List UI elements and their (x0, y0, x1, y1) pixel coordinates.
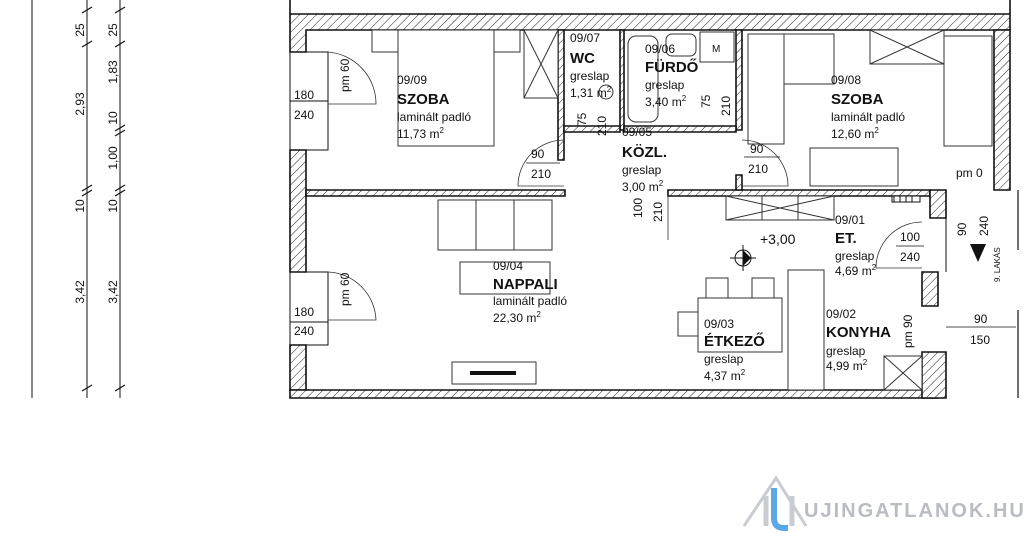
kozl-door-height: 210 (651, 202, 665, 222)
entrance-door-width: 90 (955, 222, 969, 236)
room-area: 3,00 m2 (622, 179, 664, 194)
et-door-width: 100 (900, 230, 920, 244)
dim-inner-5: 10 (106, 199, 120, 213)
room-id: 09/07 (570, 31, 600, 45)
room-id: 09/03 (704, 317, 734, 331)
room-area: 4,99 m2 (826, 358, 868, 373)
room-area: 22,30 m2 (493, 310, 541, 325)
furniture (371, 29, 993, 391)
et-door-height: 240 (900, 250, 920, 264)
wc-door-height: 210 (595, 116, 609, 136)
meter-label: M (712, 44, 720, 55)
room-nappali: 09/04 NAPPALI laminált padló 22,30 m2 (493, 259, 567, 325)
level-marker (730, 245, 756, 271)
dim-outer-4: 3,42 (73, 280, 87, 304)
door-szoba2-height: 210 (748, 162, 768, 176)
watermark-logo-icon (742, 475, 808, 531)
dim-inner-3: 10 (106, 111, 120, 125)
room-name: ET. (835, 230, 857, 247)
wc-door-width: 75 (575, 112, 589, 126)
room-name: ÉTKEZŐ (704, 332, 765, 350)
room-area: 12,60 m2 (831, 126, 879, 141)
win-bot-height: 240 (294, 324, 314, 338)
room-area: 4,69 m2 (835, 263, 877, 278)
room-name: SZOBA (831, 91, 884, 108)
room-name: WC (570, 50, 595, 67)
walls (289, 0, 1019, 399)
dim-inner-1: 25 (106, 23, 120, 37)
room-id: 09/02 (826, 307, 856, 321)
room-floor: laminált padló (831, 110, 905, 124)
win-top-height: 240 (294, 108, 314, 122)
room-id: 09/05 (622, 125, 652, 139)
room-floor: laminált padló (493, 294, 567, 308)
room-name: KONYHA (826, 324, 891, 341)
room-id: 09/04 (493, 259, 523, 273)
konyha-window-width: 90 (974, 312, 988, 326)
furdo-door-height: 210 (719, 96, 733, 116)
room-et: 09/01 ET. greslap 4,69 m2 (835, 213, 877, 278)
konyha-parapet-label: pm (901, 331, 915, 348)
entrance-arrow-icon (970, 244, 986, 262)
entrance-parapet: pm 0 (956, 166, 983, 180)
kozl-door-width: 100 (631, 198, 645, 218)
win-bot-width: 180 (294, 305, 314, 319)
door-szoba-height: 210 (531, 167, 551, 181)
dim-inner-6: 3,42 (106, 280, 120, 304)
room-etkezo: 09/03 ÉTKEZŐ greslap 4,37 m2 (704, 317, 765, 383)
konyha-window-height: 150 (970, 333, 990, 347)
entrance-door-height: 240 (977, 216, 991, 236)
room-name: SZOBA (397, 91, 450, 108)
dim-outer-3: 10 (73, 199, 87, 213)
room-wc: 09/07 WC greslap 1,31 m2 (570, 31, 612, 100)
room-area: 3,40 m2 (645, 94, 687, 109)
room-furdo: 09/06 FÜRDŐ greslap 3,40 m2 (645, 42, 699, 109)
room-floor: greslap (704, 352, 744, 366)
room-name: FÜRDŐ (645, 58, 699, 76)
unit-label: 9. LAKÁS (993, 247, 1002, 282)
dim-inner-2: 1,83 (106, 60, 120, 84)
left-dimension-lines: 25 2,93 10 3,42 25 1,83 10 1,00 10 3,42 (31, 0, 126, 398)
door-szoba-width: 90 (531, 147, 545, 161)
room-szoba-2: 09/08 SZOBA laminált padló 12,60 m2 (831, 73, 905, 141)
win-bot-parapet: pm 60 (338, 272, 352, 306)
room-floor: greslap (622, 163, 662, 177)
room-kozl: 09/05 KÖZL. greslap 3,00 m2 (622, 125, 667, 194)
room-area: 11,73 m2 (397, 126, 444, 141)
room-name: KÖZL. (622, 144, 667, 161)
room-area: 1,31 m2 (570, 85, 612, 100)
room-floor: greslap (570, 69, 610, 83)
dim-inner-4: 1,00 (106, 146, 120, 170)
konyha-parapet-value: 90 (901, 314, 915, 328)
room-szoba-1: 09/09 SZOBA laminált padló 11,73 m2 (397, 73, 471, 141)
room-floor: laminált padló (397, 110, 471, 124)
room-id: 09/01 (835, 213, 865, 227)
dim-outer-1: 25 (73, 23, 87, 37)
room-floor: greslap (645, 78, 685, 92)
window-top (289, 51, 377, 151)
room-area: 4,37 m2 (704, 368, 746, 383)
door-swings (517, 139, 947, 272)
opening-labels: 180 240 pm 60 180 240 pm 60 90 210 90 21… (294, 58, 1016, 348)
watermark-text: UJINGATLANOK.HU (804, 500, 1024, 522)
win-top-parapet: pm 60 (338, 58, 352, 92)
furdo-door-width: 75 (699, 94, 713, 108)
room-konyha: 09/02 KONYHA greslap 4,99 m2 (826, 307, 891, 373)
room-id: 09/08 (831, 73, 861, 87)
room-name: NAPPALI (493, 276, 558, 293)
window-bottom (289, 271, 377, 346)
level-label: +3,00 (760, 231, 796, 247)
room-id: 09/06 (645, 42, 675, 56)
room-floor: greslap (826, 344, 866, 358)
win-top-width: 180 (294, 88, 314, 102)
room-floor: greslap (835, 249, 875, 263)
door-szoba2-width: 90 (750, 142, 764, 156)
room-id: 09/09 (397, 73, 427, 87)
dim-outer-2: 2,93 (73, 92, 87, 116)
